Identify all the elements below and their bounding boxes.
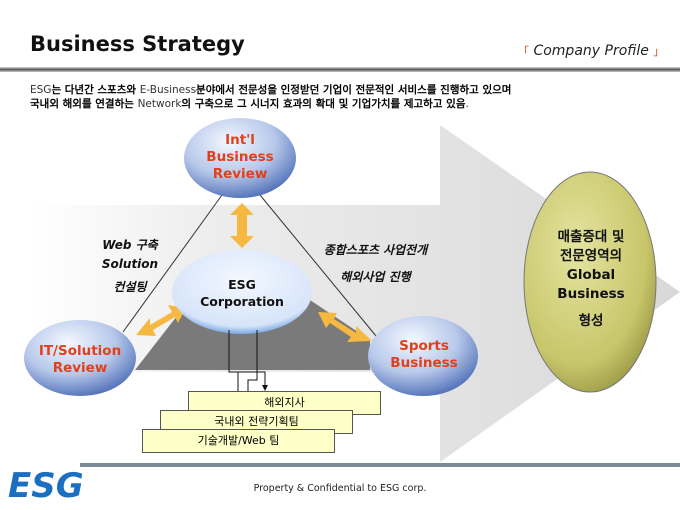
intro-segment: Network bbox=[137, 98, 182, 110]
intro-segment: 는 다년간 스포츠와 bbox=[51, 84, 140, 96]
double-arrows bbox=[136, 203, 372, 342]
right-node-bubble bbox=[368, 316, 478, 396]
section-name: Company Profile bbox=[533, 43, 649, 59]
left-node-bubble bbox=[24, 320, 136, 396]
intro-text: ESG는 다년간 스포츠와 E-Business분야에서 전문성을 인정받던 기… bbox=[30, 83, 511, 111]
footer-divider bbox=[80, 463, 680, 467]
bracket-close: 」 bbox=[653, 45, 665, 58]
page-title: Business Strategy bbox=[30, 32, 245, 56]
bracket-open: 「 bbox=[518, 45, 529, 58]
intro-segment: E-Business bbox=[139, 84, 197, 96]
intro-segment: . bbox=[465, 98, 469, 110]
center-node-bubble bbox=[172, 250, 312, 334]
team-box-web: 기술개발/Web 팀 bbox=[142, 429, 335, 453]
esg-logo: ESG bbox=[8, 466, 84, 506]
header-divider bbox=[0, 67, 680, 72]
intro-line1: ESG는 다년간 스포츠와 E-Business분야에서 전문성을 인정받던 기… bbox=[30, 83, 511, 97]
goal-bubble bbox=[523, 171, 657, 393]
intro-segment: ESG bbox=[30, 84, 52, 96]
triangle-line-right bbox=[259, 194, 377, 337]
triangle-line-left bbox=[122, 194, 223, 333]
section-label: 「 Company Profile 」 bbox=[518, 43, 664, 59]
big-arrow-shape bbox=[30, 125, 680, 462]
footer-text: Property & Confidential to ESG corp. bbox=[253, 483, 427, 494]
top-node-bubble bbox=[184, 118, 296, 198]
intro-segment: 의 구축으로 그 시너지 효과의 확대 및 기업가치를 제고하고 있음 bbox=[181, 98, 466, 110]
intro-segment: 분야에서 전문성을 인정받던 기업이 전문적인 서비스를 진행하고 있으며 bbox=[196, 84, 512, 96]
intro-segment: 국내외 해외를 연결하는 bbox=[30, 98, 138, 110]
intro-line2: 국내외 해외를 연결하는 Network의 구축으로 그 시너지 효과의 확대 … bbox=[30, 97, 511, 111]
svg-text:ESG: ESG bbox=[8, 466, 84, 506]
